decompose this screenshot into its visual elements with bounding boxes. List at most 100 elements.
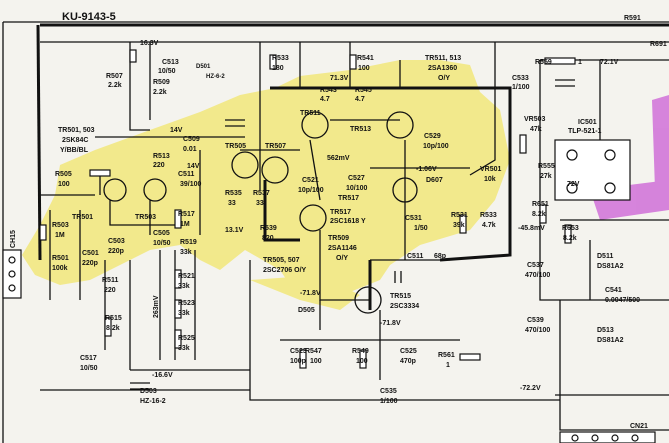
label-cn21: CN21: [630, 423, 648, 430]
value-r537: 33: [256, 200, 264, 207]
value-d513: DS81A2: [597, 337, 624, 344]
grade-tr501-503: Y/BB/BL: [60, 147, 89, 154]
label-72v-mid: 72V: [567, 181, 580, 188]
value-c531: 1/50: [414, 225, 428, 232]
label-16v: 16.3V: [140, 40, 159, 47]
label-c505: C505: [153, 230, 170, 237]
label-r541: R541: [357, 55, 374, 62]
label-cn15: CH15: [10, 230, 17, 248]
value-r533-b: 4.7k: [482, 222, 496, 229]
value-r539: 820: [262, 235, 274, 242]
value-c529: 10p/100: [423, 143, 449, 150]
label-tr509: TR509: [328, 235, 349, 242]
value-r561: 1: [446, 362, 450, 369]
label-d501: D501: [196, 64, 211, 70]
tr501-symbol: [103, 178, 127, 202]
value-r543: 4.7: [320, 96, 330, 103]
label-c541: C541: [605, 287, 622, 294]
label-c517: C517: [80, 355, 97, 362]
label-d505: D505: [298, 307, 315, 314]
value-c501: 220p: [82, 260, 98, 267]
connector-cn21: [559, 431, 656, 443]
label-c531: C531: [405, 215, 422, 222]
grade-tr511-513: O/Y: [438, 75, 450, 82]
label-r531: R531: [451, 212, 468, 219]
label-562mv: 562mV: [327, 155, 350, 162]
label-neg-71v-a: -71.8V: [300, 290, 321, 297]
label-r547: R547: [305, 348, 322, 355]
value-r507: 2.2k: [108, 82, 122, 89]
value-tr511-513: 2SA1360: [428, 65, 457, 72]
value-vr503: 47k: [530, 126, 542, 133]
value-r531: 39k: [453, 222, 465, 229]
value-r653: 8.2k: [563, 235, 577, 242]
name-tr507: TR507: [265, 143, 286, 150]
label-r519: R519: [180, 239, 197, 246]
label-d513: D513: [597, 327, 614, 334]
label-13v: 13.1V: [225, 227, 244, 234]
label-r539: R539: [260, 225, 277, 232]
value-r523: 33k: [178, 310, 190, 317]
name-tr517: TR517: [338, 195, 359, 202]
label-r501: R501: [52, 255, 69, 262]
value-r505: 100: [58, 181, 70, 188]
value-d511: DS81A2: [597, 263, 624, 270]
label-ic501: IC501: [578, 119, 597, 126]
value-d501: HZ-6-2: [206, 74, 225, 80]
value-c511: 39/100: [180, 181, 202, 188]
value-c525: 470p: [400, 358, 416, 365]
value-tr501-503: 2SK84C: [62, 137, 88, 144]
value-r501: 100k: [52, 265, 68, 272]
label-r523: R523: [178, 300, 195, 307]
label-r533: R533: [272, 55, 289, 62]
value-ic501: TLP-521-1: [568, 128, 602, 135]
name-tr501: TR501: [72, 214, 93, 221]
label-r517: R517: [178, 211, 195, 218]
value-c521: 10p/100: [298, 187, 324, 194]
value-c513: 10/50: [158, 68, 176, 75]
label-r509: R509: [153, 79, 170, 86]
label-71v: 71.3V: [330, 75, 349, 82]
label-r511: R511: [102, 277, 118, 284]
label-263mv: 263mV: [153, 295, 160, 318]
label-d511: D511: [597, 253, 613, 260]
label-r505: R505: [55, 171, 72, 178]
label-r543: R543: [320, 87, 337, 94]
label-tr515: TR515: [390, 293, 411, 300]
value-r525: 33k: [178, 345, 190, 352]
label-c527: C527: [348, 175, 365, 182]
label-r513: R513: [153, 153, 170, 160]
tr509-symbol: [299, 204, 327, 232]
label-vr501: VR501: [480, 166, 502, 173]
label-tr505-507: TR505, 507: [263, 257, 300, 264]
tr503-symbol: [143, 178, 167, 202]
value-c539: 470/100: [525, 327, 550, 334]
value-c509: 0.01: [183, 146, 197, 153]
name-tr505: TR505: [225, 143, 246, 150]
value-r651: 8.2k: [532, 211, 546, 218]
value-tr505-507: 2SC2706 O/Y: [263, 267, 307, 274]
value-c537: 470/100: [525, 272, 550, 279]
value-r533: 180: [272, 65, 284, 72]
label-r651: R651: [532, 201, 549, 208]
label-r521: R521: [178, 273, 195, 280]
value-r513: 220: [153, 162, 165, 169]
value-d503: HZ-16-2: [140, 398, 166, 405]
value-r547: 100: [310, 358, 322, 365]
passive-components: [39, 49, 576, 390]
tr517-symbol: [392, 177, 418, 203]
label-r533-b: R533: [480, 212, 497, 219]
label-c511-b: C511: [407, 253, 423, 260]
value-r503: 1M: [55, 232, 65, 239]
label-r515: R515: [105, 315, 122, 322]
wiring: [40, 41, 669, 431]
grade-tr509: O/Y: [336, 255, 348, 262]
value-c533: 1/100: [512, 84, 530, 91]
component-labels: KU-9143-5 R591 16.3V C513 10/50 R507 2.2…: [10, 11, 667, 430]
value-c503: 220p: [108, 248, 124, 255]
label-neg-45mv: -45.8mV: [518, 225, 545, 232]
value-r521: 33k: [178, 283, 190, 290]
label-c539: C539: [527, 317, 544, 324]
